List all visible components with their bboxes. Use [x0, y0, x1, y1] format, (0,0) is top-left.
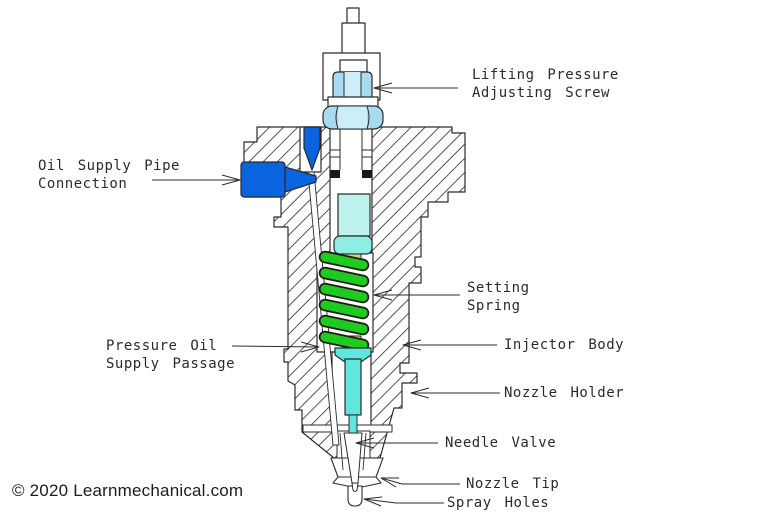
needle-rod	[348, 414, 358, 434]
label-line: Supply Passage	[106, 356, 236, 372]
nut-center-facet	[336, 106, 369, 129]
leader-lines	[152, 82, 500, 507]
arrow-lifting-screw	[373, 82, 393, 94]
copyright-text: © 2020 Learnmechanical.com	[12, 481, 244, 500]
label-lifting-pressure-adjusting-screw: Lifting Pressure Adjusting Screw	[472, 66, 619, 102]
label-oil-supply-pipe-connection: Oil Supply Pipe Connection	[38, 157, 180, 193]
arrow-oil-connection	[221, 174, 241, 186]
label-setting-spring: Setting Spring	[467, 279, 530, 315]
label-injector-body: Injector Body	[504, 336, 624, 354]
label-line: Needle Valve	[445, 435, 557, 451]
label-line: Spring	[467, 298, 521, 314]
needle-valve-parts	[334, 347, 372, 434]
label-pressure-oil-supply-passage: Pressure Oil Supply Passage	[106, 337, 235, 373]
label-spray-holes: Spray Holes	[447, 494, 549, 512]
arrow-nozzle-holder	[410, 387, 430, 399]
joint-bar-right	[362, 170, 372, 178]
arrow-injector-body	[402, 339, 422, 351]
label-line: Pressure Oil	[106, 338, 218, 354]
label-nozzle-holder: Nozzle Holder	[504, 384, 624, 402]
label-line: Adjusting Screw	[472, 85, 610, 101]
label-line: Injector Body	[504, 337, 625, 353]
oil-connection-parts	[240, 126, 321, 198]
leader-spray-holes	[363, 498, 444, 504]
screw-shank	[339, 59, 368, 73]
screw-center-facet	[344, 72, 361, 98]
needle-point-tip	[351, 482, 359, 492]
oil-pipe-cone	[284, 166, 317, 193]
label-nozzle-tip: Nozzle Tip	[466, 475, 559, 493]
leader-pressure-passage	[231, 345, 320, 348]
arrow-setting-spring	[373, 289, 393, 301]
arrow-pressure-passage	[300, 341, 320, 353]
label-line: Nozzle Tip	[466, 476, 560, 492]
spindle-stem	[341, 22, 366, 55]
label-needle-valve: Needle Valve	[445, 434, 556, 452]
setting-spring-coils-fill	[320, 252, 368, 350]
nozzle-tip-bulb	[347, 485, 363, 507]
label-line: Connection	[38, 176, 128, 192]
inlet-plug	[303, 126, 321, 171]
label-line: Oil Supply Pipe	[38, 158, 180, 174]
spindle-cap	[333, 235, 373, 255]
arrow-spray-holes	[363, 496, 383, 507]
spindle	[337, 193, 371, 237]
adjusting-screw-parts	[332, 71, 373, 99]
label-line: Spray Holes	[447, 495, 550, 511]
spindle-stem-top	[346, 7, 360, 25]
label-line: Nozzle Holder	[504, 385, 625, 401]
label-line: Lifting Pressure	[472, 67, 619, 83]
joint-bar-left	[330, 170, 340, 178]
lock-nut-parts	[322, 105, 384, 130]
oil-pipe-connector	[240, 161, 286, 198]
leader-nozzle-tip	[380, 477, 460, 485]
needle-stem	[344, 358, 362, 416]
arrow-needle-valve	[355, 437, 375, 449]
arrow-nozzle-tip	[380, 477, 399, 488]
label-line: Setting	[467, 280, 530, 296]
